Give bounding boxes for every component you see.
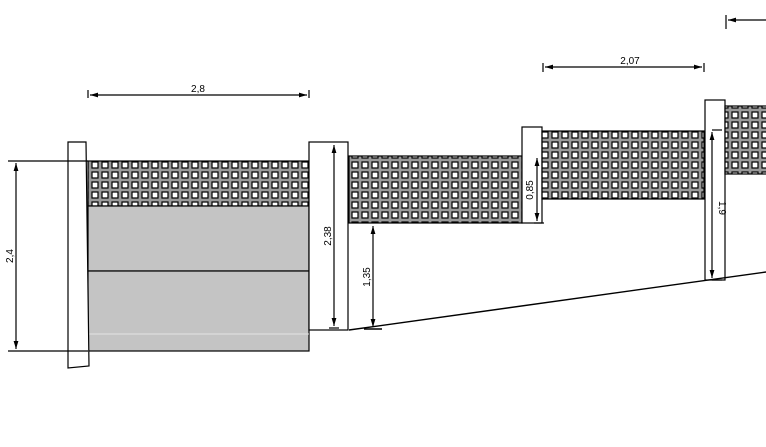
step1-mesh-panel — [348, 155, 523, 224]
dimension-width-right: 2,07 — [542, 56, 705, 72]
step-post-3 — [704, 99, 726, 281]
left-solid-panel-upper — [87, 205, 310, 272]
dimension-step: 0,85 — [525, 158, 544, 224]
dimension-label-width-left: 2,8 — [191, 84, 205, 95]
dimension-label-height-left: 2,4 — [5, 249, 16, 263]
dimension-label-width-right: 2,07 — [620, 56, 640, 67]
step2-mesh-panel — [541, 130, 705, 200]
step-post-2 — [521, 126, 543, 224]
ground-slope-line — [348, 271, 766, 331]
dimension-clearance: 1,35 — [362, 226, 382, 330]
dimension-height-post: 2,38 — [323, 145, 339, 329]
left-solid-panel-lower — [87, 270, 310, 352]
dimension-label-height-right: 1,9 — [716, 201, 727, 215]
dimension-label-step: 0,85 — [525, 180, 536, 200]
dimension-width-left: 2,8 — [87, 84, 310, 98]
middle-post — [308, 141, 349, 331]
left-mesh-panel — [87, 160, 310, 207]
dimension-label-height-post: 2,38 — [323, 226, 334, 246]
step3-mesh-panel — [724, 105, 766, 175]
dimension-label-clearance: 1,35 — [362, 267, 373, 287]
dimension-height-left: 2,4 — [5, 160, 88, 352]
dimension-height-right: 1,9 — [709, 129, 727, 281]
left-post — [67, 141, 90, 369]
dimension-partial-top-right — [725, 15, 766, 29]
